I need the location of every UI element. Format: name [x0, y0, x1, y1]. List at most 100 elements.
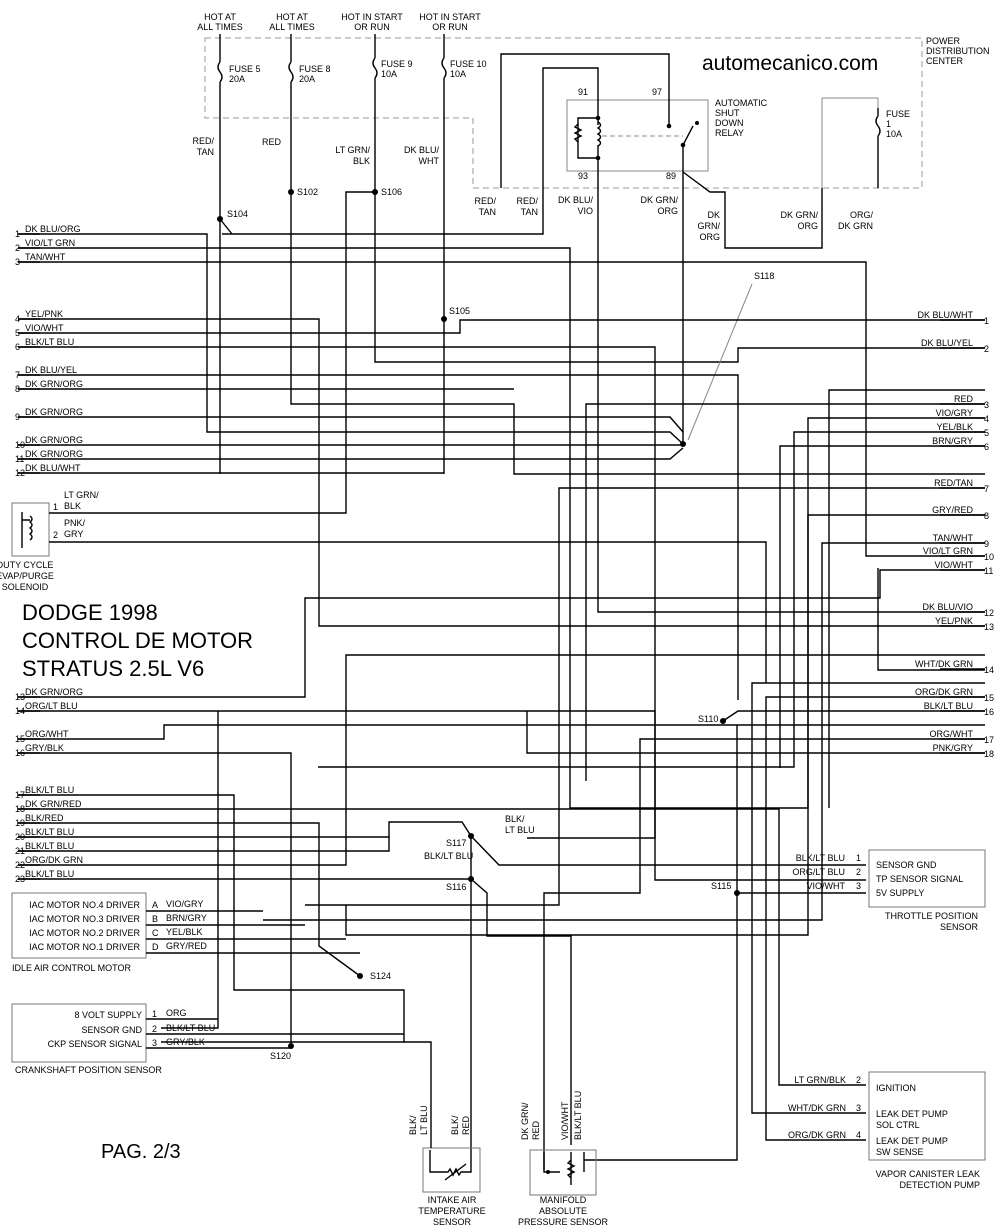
evap-pin2-c1: PNK/	[64, 518, 86, 528]
vapor-wire-4: ORG/DK GRN	[788, 1130, 846, 1140]
left-wire-color-12: DK BLU/WHT	[25, 463, 81, 473]
right-wire-num-7: 7	[984, 484, 989, 494]
red-tan3-label-2: TAN	[521, 207, 538, 217]
lt-grn-blk-label-2: BLK	[353, 156, 370, 166]
fuse-headers: HOT AT ALL TIMES HOT AT ALL TIMES HOT IN…	[197, 12, 481, 32]
right-wire-color-6: BRN/GRY	[932, 436, 973, 446]
left-wire-color-6: BLK/LT BLU	[25, 337, 74, 347]
right-wire-num-14: 14	[984, 665, 994, 675]
top-wire-labels: RED/ TAN RED LT GRN/ BLK DK BLU/ WHT RED…	[192, 136, 873, 242]
right-wire-num-11: 11	[984, 566, 993, 576]
fuse8-symbol	[288, 61, 294, 83]
org-dk-grn-label-1: ORG/	[850, 210, 874, 220]
relay-label-3: DOWN	[715, 118, 744, 128]
s118-pointer	[687, 283, 753, 441]
map-name-1: MANIFOLD	[540, 1195, 587, 1205]
right-wire-num-9: 9	[984, 539, 989, 549]
fuse8-rating: 20A	[299, 74, 315, 84]
splice-s118-dot	[680, 441, 686, 447]
left-wire-color-9: DK GRN/ORG	[25, 407, 83, 417]
left-wire-color-3: TAN/WHT	[25, 252, 66, 262]
tps-name-1: THROTTLE POSITION	[885, 911, 978, 921]
vapor-wire-3: WHT/DK GRN	[788, 1103, 846, 1113]
fuse1-symbol	[875, 115, 881, 137]
splice-s124: S124	[370, 971, 391, 981]
title-block: DODGE 1998 CONTROL DE MOTOR STRATUS 2.5L…	[22, 600, 253, 681]
left-wire-num-1: 1	[15, 229, 20, 239]
evap-pin1: 1	[53, 502, 58, 512]
iat-wire-1b: LT BLU	[419, 1105, 429, 1135]
left-wire-color-19: BLK/RED	[25, 813, 64, 823]
iat-wire-2b: RED	[461, 1115, 471, 1135]
left-wire-color-23: BLK/LT BLU	[25, 869, 74, 879]
power-distribution-center: POWER DISTRIBUTION CENTER	[204, 36, 990, 189]
red-tan2-label-1: RED/	[474, 196, 496, 206]
fuse9-label: FUSE 9	[381, 59, 413, 69]
lt-grn-blk-label-1: LT GRN/	[335, 145, 370, 155]
iac-row-label-B: IAC MOTOR NO.3 DRIVER	[29, 914, 140, 924]
org-dk-grn-label-2: DK GRN	[838, 221, 873, 231]
right-wire-color-14: WHT/DK GRN	[915, 659, 973, 669]
vapor-wire-2: LT GRN/BLK	[794, 1075, 846, 1085]
vapor-name-2: DETECTION PUMP	[899, 1180, 980, 1190]
idle-air-control-motor: IDLE AIR CONTROL MOTOR IAC MOTOR NO.4 DR…	[11, 892, 360, 973]
relay-coil	[596, 121, 602, 147]
asd-relay: AUTOMATIC SHUT DOWN RELAY 91 97 93 89	[566, 87, 768, 181]
ckp-wire-3: GRY/BLK	[166, 1037, 205, 1047]
right-wire-color-9: TAN/WHT	[933, 533, 974, 543]
right-wire-color-4: VIO/GRY	[936, 408, 973, 418]
right-wire-color-5: YEL/BLK	[936, 422, 973, 432]
splice-s105-dot	[441, 316, 447, 322]
fuse9-rating: 10A	[381, 69, 397, 79]
left-wire-num-5: 5	[15, 328, 20, 338]
relay-pin-89: 89	[666, 171, 676, 181]
tps-pin-1: 1	[856, 853, 861, 863]
dk-grn-org-label-1: DK GRN/	[640, 195, 678, 205]
right-wire-num-1: 1	[984, 316, 989, 326]
fuse10-header-2: OR RUN	[432, 22, 468, 32]
blk-lt-blu-mid-2: LT BLU	[505, 825, 535, 835]
pdc-label-1: POWER	[926, 36, 961, 46]
right-wire-color-10: VIO/LT GRN	[923, 546, 973, 556]
evap-pin1-c2: BLK	[64, 501, 81, 511]
right-wire-num-10: 10	[984, 552, 994, 562]
red-tan3-label-1: RED/	[516, 196, 538, 206]
dk-blu-vio-label-1: DK BLU/	[558, 195, 594, 205]
intake-air-temperature-sensor: INTAKE AIR TEMPERATURE SENSOR BLK/ LT BL…	[404, 1041, 486, 1227]
right-wire-num-12: 12	[984, 608, 994, 618]
map-wire-3: BLK/LT BLU	[573, 1091, 583, 1140]
dk-blu-wht-label-2: WHT	[419, 156, 440, 166]
fuse10-rating: 10A	[450, 69, 466, 79]
right-wire-color-2: DK BLU/YEL	[921, 338, 973, 348]
left-wire-color-7: DK BLU/YEL	[25, 365, 77, 375]
left-wire-color-1: DK BLU/ORG	[25, 224, 81, 234]
right-wire-color-12: DK BLU/VIO	[922, 602, 973, 612]
red-tan-label-2: TAN	[197, 147, 214, 157]
relay-label-4: RELAY	[715, 128, 744, 138]
fuse9-header-1: HOT IN START	[341, 12, 403, 22]
iat-name-2: TEMPERATURE	[418, 1206, 485, 1216]
splice-s104-dot	[217, 216, 223, 222]
crankshaft-position-sensor: CRANKSHAFT POSITION SENSOR 8 VOLT SUPPLY…	[11, 711, 404, 1075]
evap-name-2: EVAP/PURGE	[0, 571, 54, 581]
right-wire-color-11: VIO/WHT	[935, 560, 974, 570]
right-wire-num-3: 3	[984, 400, 989, 410]
fuse9-header-2: OR RUN	[354, 22, 390, 32]
left-wire-num-4: 4	[15, 314, 20, 324]
relay-label-1: AUTOMATIC	[715, 98, 768, 108]
left-wire-color-11: DK GRN/ORG	[25, 449, 83, 459]
left-wire-color-8: DK GRN/ORG	[25, 379, 83, 389]
relay-pin-93: 93	[578, 171, 588, 181]
tps-name-2: SENSOR	[940, 922, 979, 932]
ckp-row-label-2: SENSOR GND	[81, 1025, 142, 1035]
iac-row-label-D: IAC MOTOR NO.1 DRIVER	[29, 942, 140, 952]
red-tan-label-1: RED/	[192, 136, 214, 146]
dk-blu-vio-label-2: VIO	[577, 206, 593, 216]
evap-purge-solenoid: DUTY CYCLE EVAP/PURGE SOLENOID 1 LT GRN/…	[0, 191, 767, 683]
splice-s120: S120	[270, 1051, 291, 1061]
map-name-3: PRESSURE SENSOR	[518, 1217, 609, 1227]
ckp-pin-2: 2	[152, 1024, 157, 1034]
